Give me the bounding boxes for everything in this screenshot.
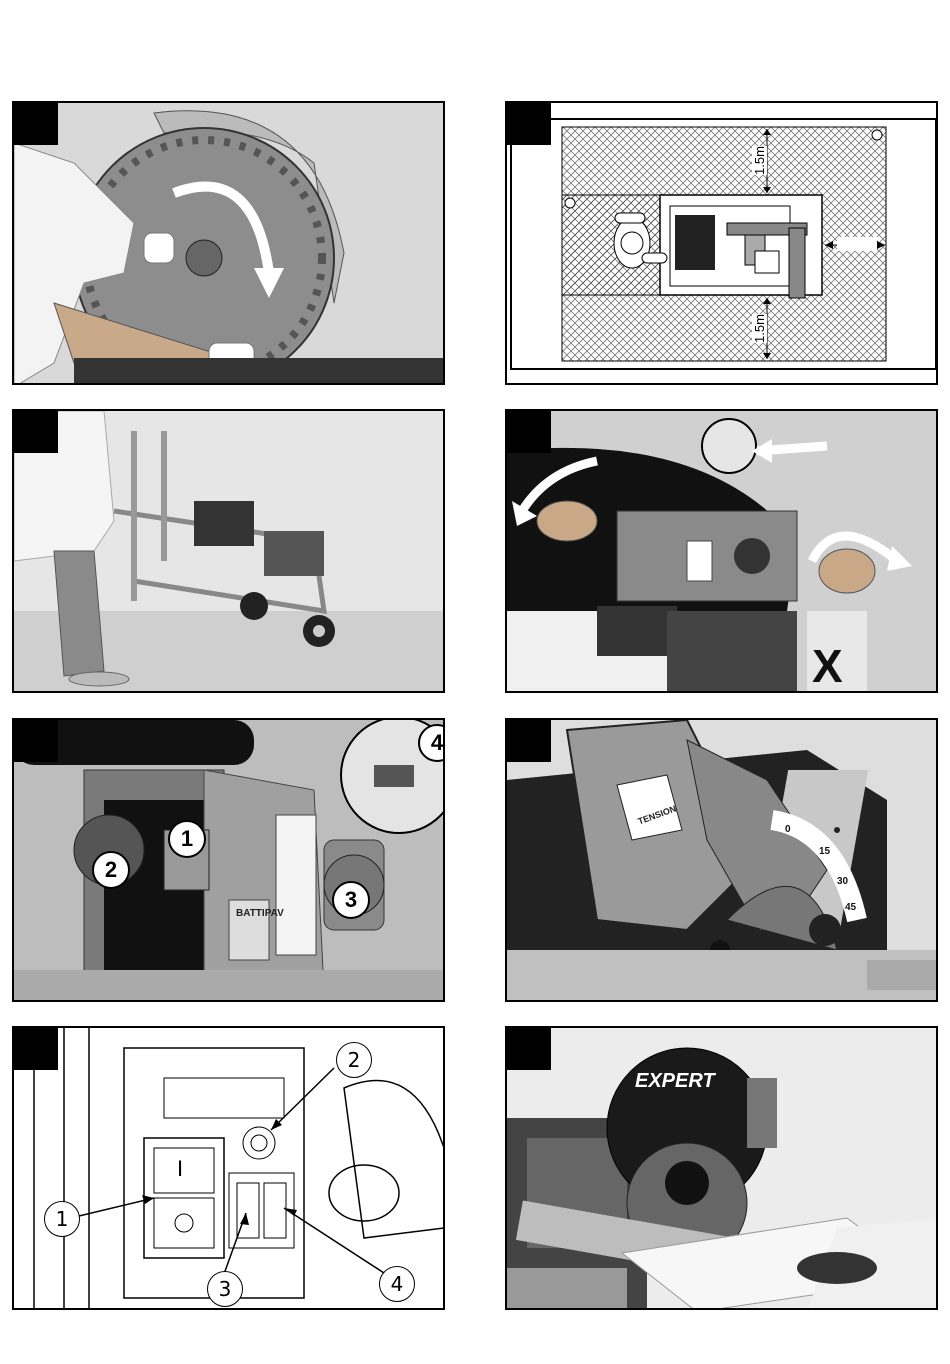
panel-4-tag [507, 411, 551, 453]
panel-4-head-adjustment: X [505, 409, 938, 693]
panel-8-tag [507, 1028, 551, 1070]
callout-1: 1 [168, 820, 206, 858]
panel-5-tag [14, 720, 58, 762]
panel-6-inclination: TENSION 0 15 30 45 [505, 718, 938, 1002]
panel-7-control-panel: I 1 2 3 4 [12, 1026, 445, 1310]
head-adjustment-illustration [507, 411, 938, 693]
inclination-illustration [507, 720, 938, 1002]
diagram-callout-1: 1 [44, 1201, 80, 1237]
scale-45: 45 [845, 902, 856, 913]
blade-illustration [14, 103, 445, 385]
machine-brand-plate: BATTIPAV [236, 908, 284, 919]
panel-6-tag [507, 720, 551, 762]
machine-brand-mark: X [812, 639, 843, 693]
scale-30: 30 [837, 876, 848, 887]
expert-brand: EXPERT [635, 1070, 715, 1093]
transport-illustration [14, 411, 445, 693]
switch-plug-illustration [14, 720, 445, 1002]
callout-3: 3 [332, 881, 370, 919]
panel-1-tag [14, 103, 58, 145]
switch-on-symbol: I [177, 1156, 183, 1182]
work-area-diagram [507, 103, 938, 385]
dimension-top-label: 1.5m [752, 146, 767, 175]
dimension-bottom-label: 1.5m [752, 314, 767, 343]
panel-2-tag [507, 103, 551, 145]
diagram-callout-3: 3 [207, 1271, 243, 1307]
scale-15: 15 [819, 846, 830, 857]
diagram-callout-2: 2 [336, 1042, 372, 1078]
cutting-illustration [507, 1028, 938, 1310]
control-panel-drawing [14, 1028, 445, 1310]
diagram-callout-4: 4 [379, 1266, 415, 1302]
panel-5-switch-plug: 1 2 3 4 BATTIPAV [12, 718, 445, 1002]
panel-1-blade-mounting [12, 101, 445, 385]
scale-0: 0 [785, 824, 791, 835]
callout-2: 2 [92, 851, 130, 889]
panel-8-cutting: EXPERT [505, 1026, 938, 1310]
panel-3-transport [12, 409, 445, 693]
panel-2-work-area: 1.5m 1.5m [505, 101, 938, 385]
panel-3-tag [14, 411, 58, 453]
panel-7-tag [14, 1028, 58, 1070]
